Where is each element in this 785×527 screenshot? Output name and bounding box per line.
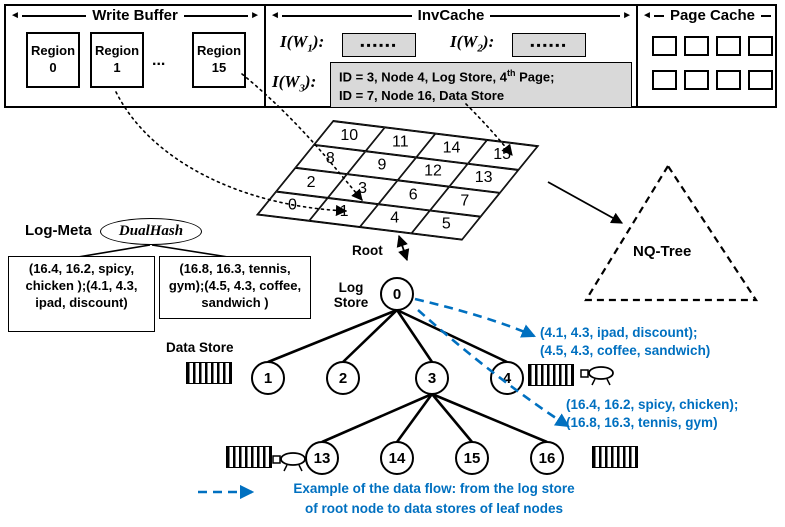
- write-buffer-header: ◄ Write Buffer ►: [6, 6, 264, 25]
- page-cache-section: ◄ Page Cache: [638, 6, 775, 106]
- invcache-header: ◄ InvCache ►: [266, 6, 636, 25]
- invcache-title: InvCache: [417, 7, 485, 24]
- regions-ellipsis: ...: [152, 52, 166, 69]
- iw2-dots: ▪▪▪▪▪▪: [530, 38, 568, 52]
- log-meta-box-2: (16.8, 16.3, tennis, gym);(4.5, 4.3, cof…: [159, 256, 311, 319]
- page-cache-cell: [684, 36, 709, 56]
- log-meta-box-1: (16.4, 16.2, spicy, chicken );(4.1, 4.3,…: [8, 256, 155, 332]
- tree-node-14: 14: [380, 441, 414, 475]
- left-arrow-icon: ◄: [10, 9, 20, 21]
- region-number: 1: [113, 60, 121, 75]
- page-cache-cell: [652, 70, 677, 90]
- flow-annotation-2: (16.4, 16.2, spicy, chicken); (16.8, 16.…: [566, 397, 739, 430]
- valve-icon: [580, 362, 616, 391]
- root-label: Root: [352, 243, 383, 258]
- region-box-0: Region 0: [26, 32, 80, 88]
- data-store-icon: [226, 446, 272, 468]
- region-box-1: Region 1: [90, 32, 144, 88]
- data-store-label: Data Store: [166, 340, 234, 355]
- iw1-dots: ▪▪▪▪▪▪: [360, 38, 398, 52]
- tree-node-13: 13: [305, 441, 339, 475]
- right-arrow-icon: ►: [622, 9, 633, 21]
- header-line: [281, 14, 412, 17]
- region-label: Region: [196, 43, 242, 59]
- iw1-value-box: ▪▪▪▪▪▪: [342, 33, 416, 57]
- page-cache-cell: [716, 36, 741, 56]
- region-label: Region: [30, 43, 76, 59]
- region-box-15: Region 15: [192, 32, 246, 88]
- tree-node-2: 2: [326, 361, 360, 395]
- write-buffer-title: Write Buffer: [92, 7, 178, 24]
- tree-node-4: 4: [490, 361, 524, 395]
- region-label: Region: [94, 43, 140, 59]
- id-line2: ID = 7, Node 16, Data Store: [339, 88, 505, 104]
- top-band: ◄ Write Buffer ► Region 0 Region 1 ... R…: [4, 4, 777, 108]
- tree-node-15: 15: [455, 441, 489, 475]
- morton-grid: 10 11 14 15 8 9 12 13 2 3 6 7 0 1 4 5: [255, 120, 540, 241]
- iw1-label: I(W1):: [280, 32, 325, 55]
- header-line: [490, 14, 621, 17]
- iw3-label: I(W3):: [272, 72, 317, 95]
- page-cache-header: ◄ Page Cache: [638, 6, 775, 25]
- dualhash-oval: DualHash: [100, 218, 202, 245]
- page-cache-cell: [652, 36, 677, 56]
- tree-node-16: 16: [530, 441, 564, 475]
- iw2-label: I(W2):: [450, 32, 495, 55]
- data-store-icon: [528, 364, 574, 386]
- left-arrow-icon: ◄: [270, 9, 280, 21]
- left-arrow-icon: ◄: [642, 9, 652, 21]
- iw2-value-box: ▪▪▪▪▪▪: [512, 33, 586, 57]
- region-number: 0: [49, 60, 57, 75]
- invcache-id-box: ID = 3, Node 4, Log Store, 4th Page; ID …: [330, 62, 632, 108]
- flow-annotation-1: (4.1, 4.3, ipad, discount); (4.5, 4.3, c…: [540, 325, 711, 358]
- right-arrow-icon: ►: [250, 9, 260, 21]
- page-cache-cell: [716, 70, 741, 90]
- data-store-icon: [592, 446, 638, 468]
- header-line: [183, 14, 249, 17]
- invcache-section: ◄ InvCache ► I(W1): ▪▪▪▪▪▪ I(W2): ▪▪▪▪▪▪…: [266, 6, 638, 108]
- tree-node-3: 3: [415, 361, 449, 395]
- log-meta-title: Log-Meta: [25, 222, 92, 239]
- header-line: [653, 14, 664, 17]
- page-cache-cell: [684, 70, 709, 90]
- page-cache-cell: [748, 70, 773, 90]
- page-cache-cell: [748, 36, 773, 56]
- tree-node-1: 1: [251, 361, 285, 395]
- data-store-icon: [186, 362, 232, 384]
- valve-icon: [272, 448, 308, 477]
- nq-tree-label: NQ-Tree: [633, 243, 692, 260]
- id-line1: ID = 3, Node 4, Log Store, 4: [339, 69, 507, 85]
- region-number: 15: [211, 60, 227, 75]
- log-store-label: Log Store: [333, 280, 369, 310]
- header-line: [760, 14, 772, 17]
- page-cache-title: Page Cache: [669, 7, 755, 24]
- tree-node-root: 0: [380, 277, 414, 311]
- legend-text: Example of the data flow: from the log s…: [293, 481, 575, 516]
- write-buffer-section: ◄ Write Buffer ► Region 0 Region 1 ... R…: [6, 6, 266, 106]
- header-line: [21, 14, 87, 17]
